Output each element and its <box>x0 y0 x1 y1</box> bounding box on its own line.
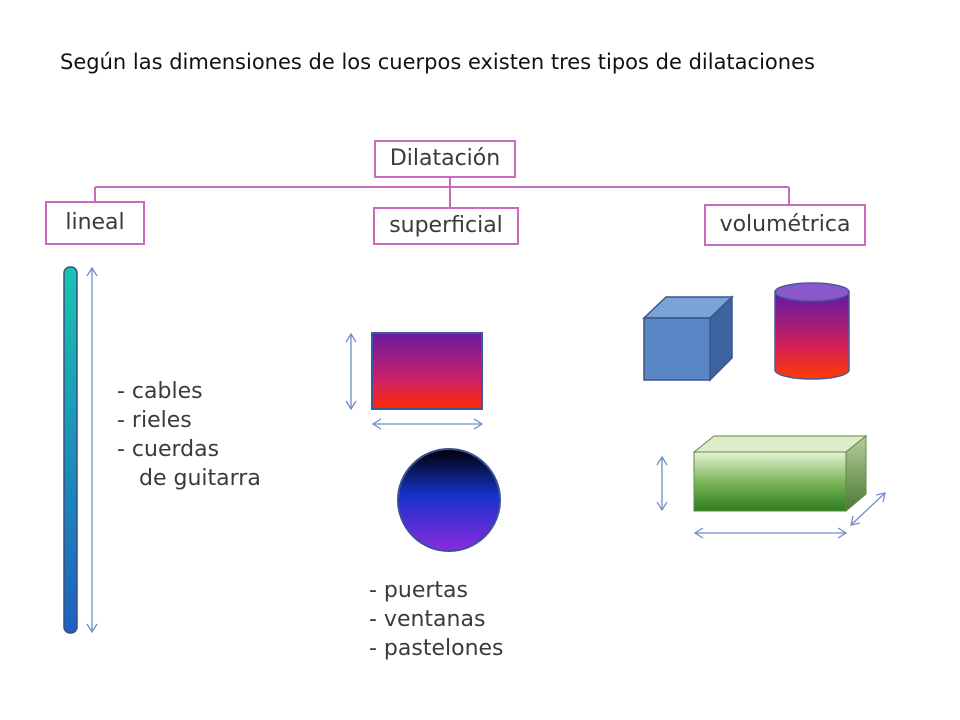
list-item: - cables <box>117 379 203 404</box>
plate-width-arrow <box>371 418 484 430</box>
superficial-examples-list: - puertas - ventanas - pastelones <box>369 576 504 663</box>
list-item: - rieles <box>117 408 192 433</box>
list-item: de guitarra <box>139 466 261 491</box>
category-box-volumetrica: volumétrica <box>704 204 866 246</box>
rod-shape <box>63 266 78 634</box>
list-item: - pastelones <box>369 636 504 661</box>
root-label: Dilatación <box>389 146 501 171</box>
plate-height-arrow <box>345 332 357 411</box>
prism-depth-arrow <box>850 492 886 526</box>
cylinder-shape <box>774 282 850 380</box>
disc-shape <box>397 448 501 552</box>
root-box-dilatacion: Dilatación <box>374 140 516 178</box>
category-label-volumetrica: volumétrica <box>719 212 851 237</box>
lineal-examples-list: - cables - rieles - cuerdas de guitarra <box>117 377 261 493</box>
category-label-lineal: lineal <box>65 210 125 235</box>
cube-shape <box>642 295 734 382</box>
intro-text: Según las dimensiones de los cuerpos exi… <box>60 50 815 74</box>
list-item: - ventanas <box>369 607 486 632</box>
prism-length-arrow <box>693 527 848 539</box>
rod-length-arrow <box>86 266 98 634</box>
list-item: - puertas <box>369 578 468 603</box>
category-box-superficial: superficial <box>373 207 519 245</box>
list-item: - cuerdas <box>117 437 220 462</box>
plate-shape <box>371 332 483 410</box>
prism-height-arrow <box>656 455 668 512</box>
category-box-lineal: lineal <box>45 201 145 245</box>
prism-shape <box>692 434 868 513</box>
category-label-superficial: superficial <box>389 213 503 238</box>
